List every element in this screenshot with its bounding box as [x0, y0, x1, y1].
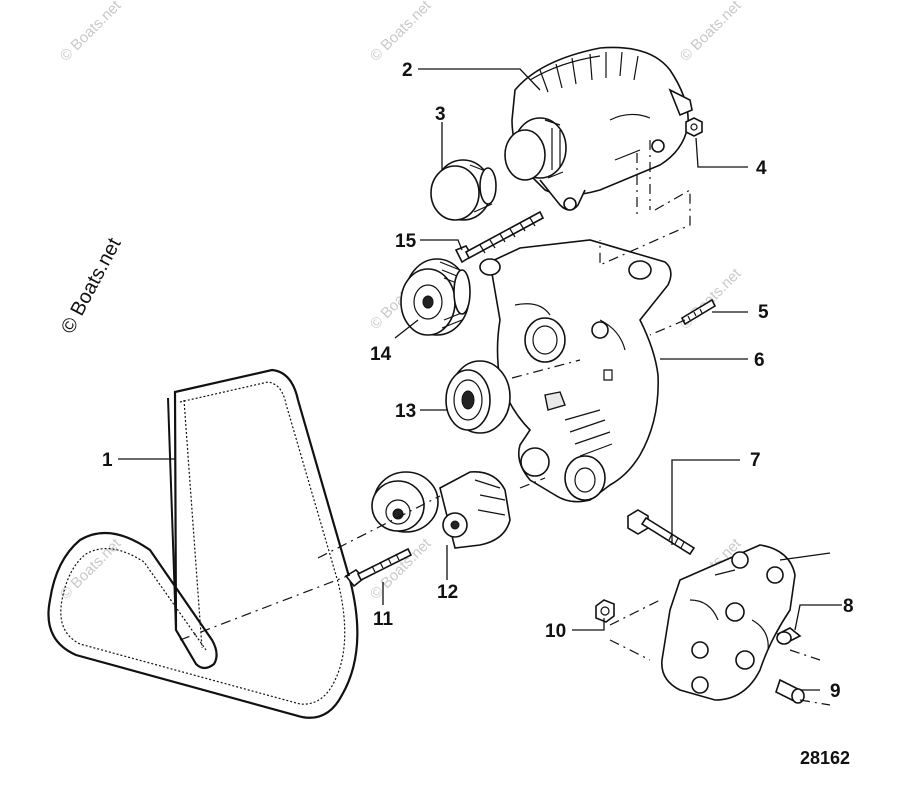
callout-15: 15: [395, 231, 417, 252]
mounting-bracket: [479, 239, 672, 503]
lower-mount-bracket: [661, 544, 831, 701]
callout-6: 6: [754, 350, 765, 371]
drawing-number: 28162: [800, 748, 850, 768]
callout-9: 9: [830, 681, 841, 702]
callout-13: 13: [395, 401, 416, 422]
smooth-idler-pulley: [445, 360, 511, 434]
stud: [680, 298, 717, 326]
flange-nut: [595, 599, 615, 623]
callout-5: 5: [758, 302, 769, 323]
watermark-faint: © Boats.net: [57, 535, 125, 603]
lower-spacer: [775, 678, 805, 704]
callout-10: 10: [545, 621, 566, 642]
tensioner-bolt: [344, 547, 413, 588]
watermark-faint: © Boats.net: [367, 0, 435, 65]
nut: [685, 117, 703, 137]
watermark-faint: © Boats.net: [677, 0, 745, 65]
callout-8: 8: [843, 596, 854, 617]
grooved-idler-pulley: [400, 258, 471, 336]
watermark-faint: © Boats.net: [57, 0, 125, 65]
long-bolt: [454, 210, 545, 264]
alternator: [504, 46, 693, 211]
serpentine-belt: [47, 368, 359, 719]
belt-tensioner: [371, 471, 511, 549]
callout-labels: 1 2 3 4 5 6 7 8 9 10 11 12 13 14 15: [102, 60, 854, 702]
callout-14: 14: [370, 344, 392, 365]
upper-spacer: [776, 627, 802, 645]
callout-11: 11: [373, 609, 394, 630]
callout-2: 2: [402, 60, 413, 81]
leader-lines: [118, 68, 842, 691]
bracket-bolt: [627, 509, 696, 556]
callout-3: 3: [435, 104, 446, 125]
callout-7: 7: [750, 450, 761, 471]
alternator-pulley: [430, 159, 497, 221]
callout-1: 1: [102, 450, 113, 471]
watermark-main: © Boats.net: [57, 234, 126, 337]
assembly-lines: [179, 140, 831, 706]
callout-12: 12: [437, 582, 458, 603]
callout-4: 4: [756, 158, 767, 179]
